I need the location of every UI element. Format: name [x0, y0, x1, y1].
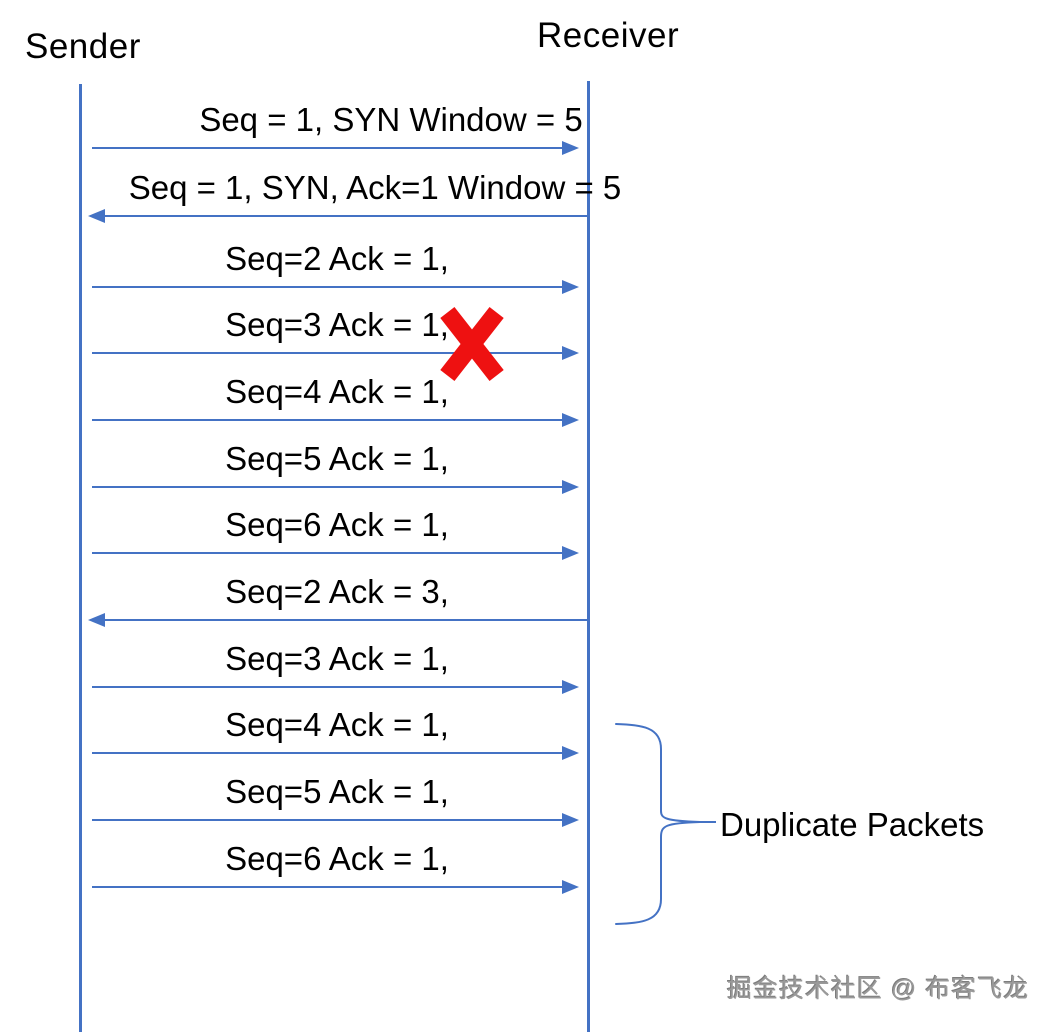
sender-lifeline: [79, 84, 82, 1032]
arrow-head-icon: [562, 880, 579, 894]
message-label: Seq=3 Ack = 1,: [225, 640, 449, 677]
arrow-head-icon: [562, 680, 579, 694]
message-label: Seq=6 Ack = 1,: [225, 840, 449, 877]
arrow-head-icon: [562, 546, 579, 560]
message-arrow-right: [92, 745, 579, 761]
arrow-shaft: [102, 215, 589, 217]
message-label: Seq = 1, SYN, Ack=1 Window = 5: [128, 169, 622, 206]
message-arrow-right: [92, 345, 579, 361]
message-label: Seq=2 Ack = 3,: [225, 573, 449, 610]
arrow-shaft: [92, 552, 565, 554]
arrow-shaft: [92, 819, 565, 821]
message-arrow-right: [92, 279, 579, 295]
arrow-head-icon: [562, 413, 579, 427]
message-label: Seq=6 Ack = 1,: [225, 506, 449, 543]
receiver-actor-label: Receiver: [537, 16, 680, 55]
message-arrow-right: [92, 140, 579, 156]
arrow-shaft: [92, 686, 565, 688]
message-arrow-left: [88, 612, 589, 628]
message-label: Seq = 1, SYN Window = 5: [199, 101, 583, 138]
arrow-head-icon: [562, 346, 579, 360]
sender-actor-label: Sender: [25, 27, 141, 66]
message-arrow-right: [92, 545, 579, 561]
duplicate-packets-brace: [615, 723, 716, 925]
arrow-shaft: [92, 352, 565, 354]
arrow-head-icon: [562, 813, 579, 827]
arrow-head-icon: [562, 746, 579, 760]
watermark-text: 掘金技术社区 @ 布客飞龙: [727, 975, 1030, 1003]
message-label: Seq=2 Ack = 1,: [225, 240, 449, 277]
packet-drop-x-icon: [440, 306, 504, 382]
arrow-shaft: [92, 486, 565, 488]
receiver-lifeline: [587, 81, 590, 1032]
arrow-shaft: [92, 286, 565, 288]
message-label: Seq=4 Ack = 1,: [225, 373, 449, 410]
arrow-shaft: [92, 886, 565, 888]
message-label: Seq=5 Ack = 1,: [225, 773, 449, 810]
arrow-shaft: [92, 419, 565, 421]
arrow-head-icon: [88, 613, 105, 627]
message-arrow-right: [92, 412, 579, 428]
message-label: Seq=3 Ack = 1,: [225, 306, 449, 343]
message-arrow-right: [92, 812, 579, 828]
arrow-head-icon: [562, 280, 579, 294]
message-arrow-right: [92, 679, 579, 695]
arrow-head-icon: [562, 480, 579, 494]
arrow-shaft: [92, 752, 565, 754]
message-arrow-right: [92, 479, 579, 495]
arrow-head-icon: [562, 141, 579, 155]
message-arrow-right: [92, 879, 579, 895]
message-arrow-left: [88, 208, 589, 224]
arrow-head-icon: [88, 209, 105, 223]
message-label: Seq=5 Ack = 1,: [225, 440, 449, 477]
message-label: Seq=4 Ack = 1,: [225, 706, 449, 743]
duplicate-packets-label: Duplicate Packets: [720, 806, 985, 843]
arrow-shaft: [92, 147, 565, 149]
arrow-shaft: [102, 619, 589, 621]
